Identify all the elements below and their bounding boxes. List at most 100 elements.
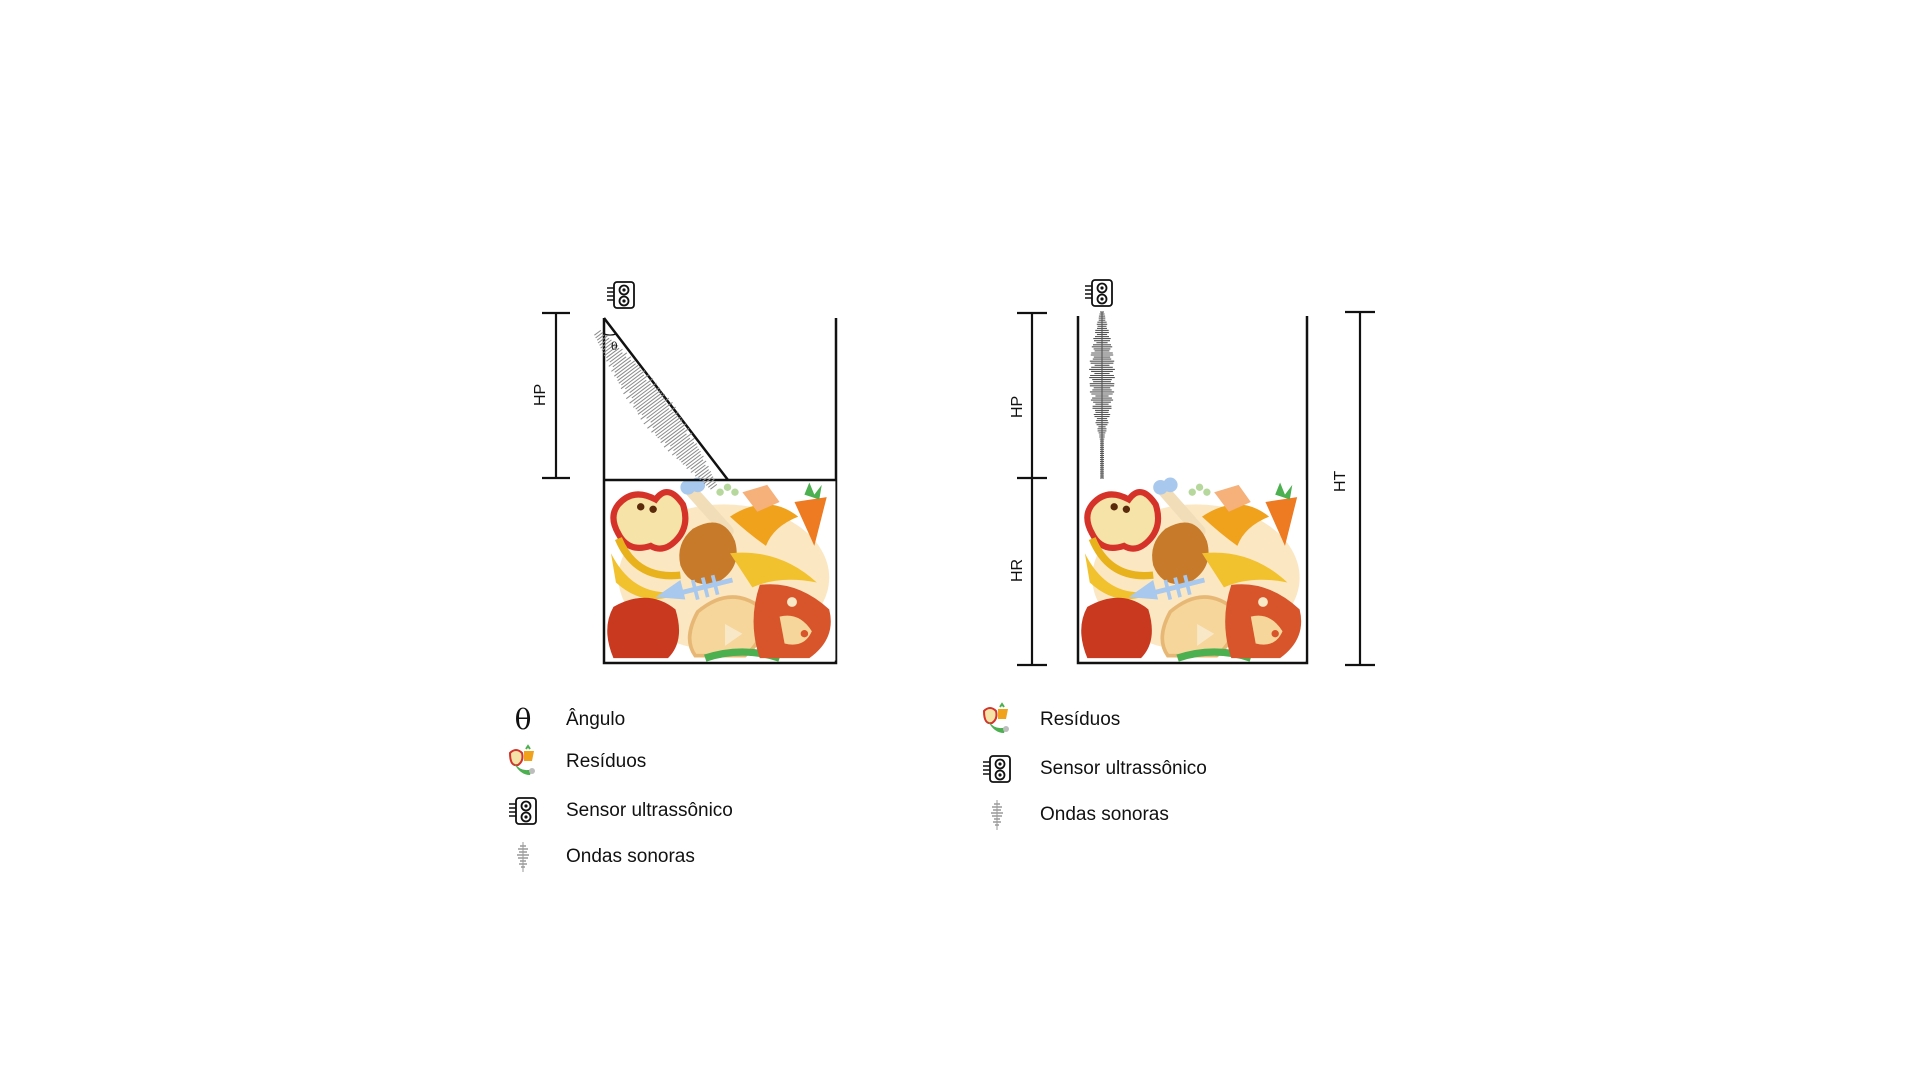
sound-wave-stroke <box>650 408 670 423</box>
legend-item-waste: Resíduos <box>982 703 1120 737</box>
legend-label-sound-waves: Ondas sonoras <box>566 846 695 867</box>
sound-wave-stroke <box>705 478 715 486</box>
sound-wave-stroke <box>624 374 645 390</box>
right-sensor-icon <box>1084 279 1113 307</box>
theta-label: θ <box>611 340 618 353</box>
legend-item-angle: θ Ângulo <box>508 703 626 737</box>
sound-wave-stroke <box>685 454 702 467</box>
sound-wave-stroke <box>606 348 623 362</box>
sound-wave-stroke <box>606 347 620 359</box>
left-waste-pile <box>606 478 835 661</box>
sound-wave-stroke <box>663 427 690 448</box>
sound-wave-stroke <box>620 370 646 390</box>
sound-wave-stroke <box>699 471 712 481</box>
sound-wave-stroke <box>641 397 665 416</box>
sound-wave-stroke <box>603 343 616 354</box>
sound-wave-stroke <box>594 329 602 336</box>
ultrasonic-sensor-icon <box>508 796 538 826</box>
right-diagram: HP HR HT <box>1009 279 1375 667</box>
legend-item-sensor: Sensor ultrassônico <box>508 794 733 828</box>
sound-wave-stroke <box>647 406 676 429</box>
left-diagram: θ HP <box>532 281 838 665</box>
sound-wave-stroke <box>600 339 612 349</box>
sound-wave-stroke <box>637 392 663 412</box>
sound-wave-stroke <box>601 341 614 351</box>
sound-wave-stroke <box>694 465 709 477</box>
sound-wave-stroke <box>667 432 693 452</box>
sound-wave-stroke <box>613 360 636 377</box>
sound-wave-stroke <box>652 411 674 429</box>
left-legend: θ Ângulo Resíduos Sensor ultrassônico On… <box>508 703 828 883</box>
sound-wave-stroke <box>635 390 661 410</box>
sound-wave-stroke <box>686 455 704 470</box>
sound-wave-stroke <box>651 411 679 433</box>
waste-icon <box>982 703 1012 735</box>
waste-icon <box>508 745 538 777</box>
sound-wave-stroke <box>618 366 641 384</box>
left-angled-beam <box>603 317 729 481</box>
sound-wave-stroke <box>710 483 718 490</box>
sound-wave-stroke <box>655 416 682 437</box>
legend-item-sound-waves: Ondas sonoras <box>508 840 695 874</box>
sound-wave-stroke <box>673 437 691 451</box>
sound-waves-icon <box>982 799 1012 831</box>
sound-wave-stroke <box>633 386 657 404</box>
sound-wave-stroke <box>611 356 632 372</box>
sound-wave-stroke <box>616 363 636 379</box>
legend-label-sensor: Sensor ultrassônico <box>1040 758 1207 779</box>
sound-wave-stroke <box>625 378 654 400</box>
right-hr-label: HR <box>1009 559 1026 582</box>
sound-wave-stroke <box>680 448 700 463</box>
left-hp-dimension <box>542 311 570 480</box>
sound-wave-stroke <box>682 450 701 465</box>
left-angled-waves <box>594 329 718 490</box>
sound-wave-stroke <box>701 473 712 482</box>
sound-wave-stroke <box>597 335 608 344</box>
right-legend: Resíduos Sensor ultrassônico Ondas sonor… <box>982 703 1302 843</box>
left-sensor-icon <box>606 281 635 309</box>
legend-item-sensor: Sensor ultrassônico <box>982 752 1207 786</box>
sound-wave-stroke <box>654 415 679 434</box>
right-hp-hr-dimension <box>1017 311 1047 667</box>
sound-wave-stroke <box>596 334 606 341</box>
sound-wave-stroke <box>690 460 707 473</box>
legend-label-sound-waves: Ondas sonoras <box>1040 804 1169 825</box>
sound-wave-stroke <box>629 382 657 404</box>
sound-wave-stroke <box>623 374 650 395</box>
legend-label-waste: Resíduos <box>1040 709 1121 730</box>
sound-wave-stroke <box>608 352 628 367</box>
right-ht-label: HT <box>1332 470 1349 492</box>
legend-label-angle: Ângulo <box>566 709 626 730</box>
sound-wave-stroke <box>637 393 666 415</box>
sound-wave-stroke <box>690 459 704 470</box>
ultrasonic-sensor-icon <box>982 754 1012 784</box>
sound-wave-stroke <box>632 387 660 408</box>
sound-wave-stroke <box>609 352 623 363</box>
sound-wave-stroke <box>707 481 716 488</box>
sound-wave-stroke <box>676 443 698 460</box>
sound-wave-stroke <box>657 419 683 439</box>
right-ht-dimension <box>1345 310 1375 667</box>
sound-wave-stroke <box>694 464 706 474</box>
right-vertical-waves <box>1089 311 1115 479</box>
sound-wave-stroke <box>671 437 695 456</box>
sound-wave-stroke <box>612 356 627 368</box>
sound-waves-icon <box>508 841 538 873</box>
theta-icon: θ <box>514 703 532 736</box>
sound-wave-stroke <box>631 383 652 399</box>
sound-wave-stroke <box>675 441 695 456</box>
sound-wave-stroke <box>703 476 714 484</box>
sound-wave-stroke <box>617 364 639 382</box>
legend-item-waste: Resíduos <box>508 745 646 779</box>
sound-wave-stroke <box>595 331 604 339</box>
sound-wave-stroke <box>640 397 670 420</box>
sound-wave-stroke <box>664 427 685 444</box>
left-bin <box>602 318 838 665</box>
legend-label-sensor: Sensor ultrassônico <box>566 800 733 821</box>
sound-wave-stroke <box>620 369 642 386</box>
sound-wave-stroke <box>629 379 647 394</box>
sound-wave-stroke <box>669 433 687 447</box>
left-hp-label: HP <box>532 384 549 406</box>
sound-wave-stroke <box>646 403 667 419</box>
